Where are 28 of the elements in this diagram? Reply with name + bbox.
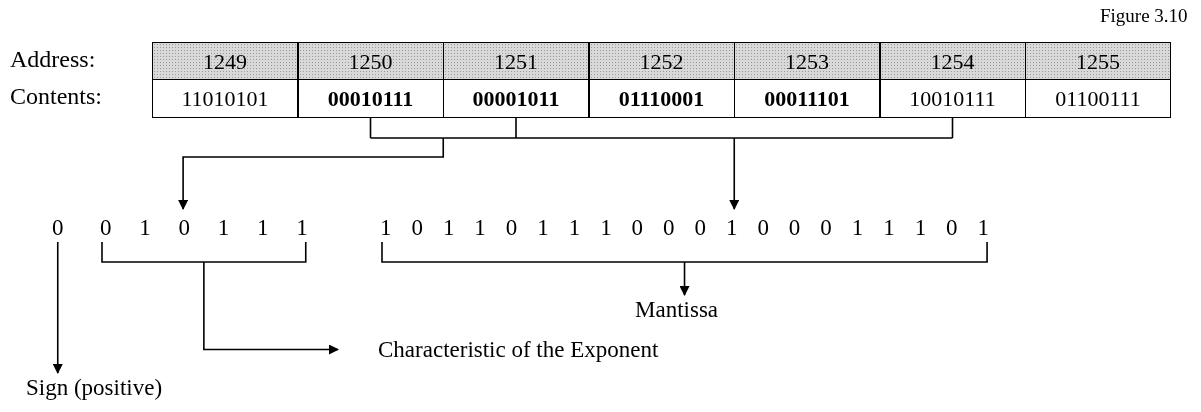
- exponent-bits: 0 1 0 1 1 1: [100, 215, 308, 241]
- row-label: Address:: [10, 46, 96, 72]
- contents-cell: 10010111: [879, 79, 1026, 118]
- figure-caption: Figure 3.10: [1100, 4, 1188, 28]
- address-cell: 1252: [588, 42, 735, 80]
- bracket-arrow: [101, 241, 339, 355]
- address-cell: 1253: [734, 42, 880, 80]
- row-label: Contents:: [10, 83, 102, 109]
- address-cell: 1254: [879, 42, 1026, 80]
- contents-cell: 00010111: [297, 79, 444, 118]
- arrow: [52, 241, 63, 374]
- address-cell: 1249: [152, 42, 298, 80]
- contents-cell: 00011101: [734, 79, 880, 118]
- mantissa-label: Mantissa: [635, 297, 719, 323]
- mantissa-bits: 1 0 1 1 0 1 1 1 0 0 0 1 0 0 0 1 1 1 0 1: [380, 215, 990, 241]
- sign-bit: 0: [52, 215, 64, 241]
- bracket-arrow: [178, 117, 517, 210]
- bracket-arrow: [515, 117, 954, 210]
- sign-label: Sign (positive): [26, 375, 163, 401]
- contents-cell: 11010101: [152, 79, 298, 118]
- contents-cell: 00001011: [443, 79, 589, 118]
- address-cell: 1255: [1025, 42, 1171, 80]
- contents-cell: 01100111: [1025, 79, 1171, 118]
- contents-cell: 01110001: [588, 79, 735, 118]
- bracket-arrow: [381, 241, 988, 296]
- address-cell: 1251: [443, 42, 589, 80]
- address-cell: 1250: [297, 42, 444, 80]
- exponent-label: Characteristic of the Exponent: [378, 337, 659, 363]
